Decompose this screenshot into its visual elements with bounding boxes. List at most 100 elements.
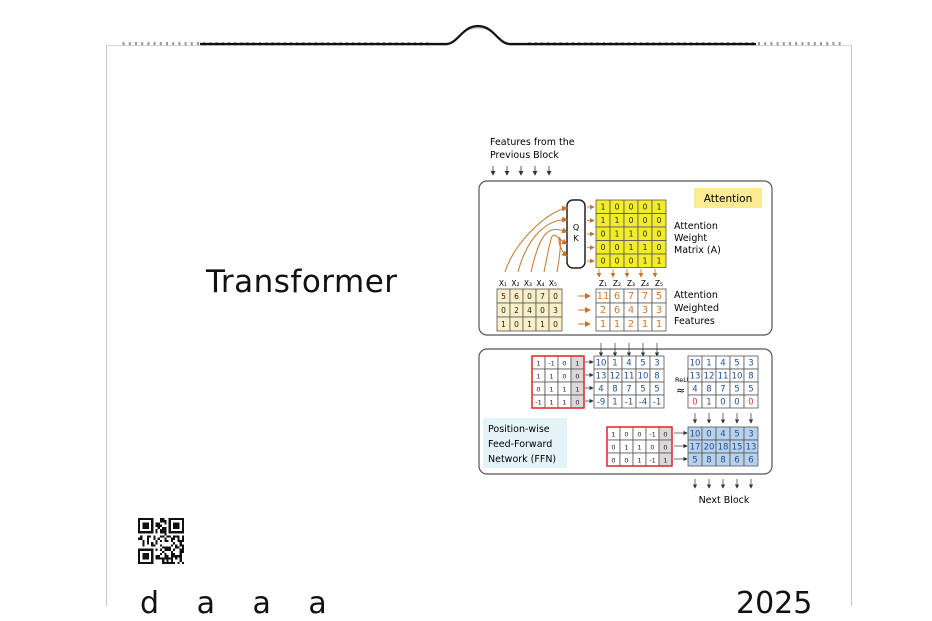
matrix-value: 1 xyxy=(549,398,553,406)
qk-curves xyxy=(504,205,568,273)
attention-tag: Attention xyxy=(704,193,752,205)
qr-module xyxy=(166,548,169,551)
binding-ring-top xyxy=(770,42,773,48)
matrix-value: 0 xyxy=(501,306,506,315)
matrix-value: 11 xyxy=(718,371,729,381)
matrix-value: 3 xyxy=(654,358,659,368)
qr-module xyxy=(159,531,163,534)
matrix-value: 1 xyxy=(637,456,641,464)
ffn-weights-1-arrows xyxy=(585,359,594,404)
matrix-value: 4 xyxy=(692,384,697,394)
matrix-value: 0 xyxy=(624,430,628,438)
qr-module xyxy=(166,559,169,562)
matrix-value: 1 xyxy=(575,385,579,393)
matrix-value: 1 xyxy=(540,320,545,329)
qr-module xyxy=(164,537,167,540)
matrix-value: 5 xyxy=(734,429,739,439)
qr-module xyxy=(146,535,149,538)
qr-module xyxy=(170,537,174,540)
qr-module xyxy=(175,546,178,549)
matrix-value: 0 xyxy=(629,257,634,266)
qr-module xyxy=(159,528,163,532)
matrix-value: 1 xyxy=(629,230,634,239)
qr-module xyxy=(142,539,145,543)
matrix-value: 1 xyxy=(600,319,606,330)
matrix-value: 11 xyxy=(624,371,635,381)
matrix-cell xyxy=(548,316,563,332)
qr-module xyxy=(168,546,171,549)
matrix-value: 1 xyxy=(629,243,634,252)
matrix-value: 4 xyxy=(527,306,532,315)
matrix-value: 1 xyxy=(615,216,620,225)
matrix-value: 4 xyxy=(626,358,631,368)
qr-module xyxy=(170,555,174,558)
binding-ring-top xyxy=(807,42,810,48)
matrix-value: 0 xyxy=(643,230,648,239)
qr-module xyxy=(157,537,160,540)
qr-module xyxy=(155,542,158,545)
binding-ring-top xyxy=(838,42,841,48)
matrix-value: 0 xyxy=(601,243,606,252)
matrix-value: 4 xyxy=(720,429,725,439)
matrix-value: 3 xyxy=(748,358,753,368)
matrix-value: 11 xyxy=(597,291,610,302)
qr-module xyxy=(164,548,167,551)
binding-ring-top xyxy=(172,42,175,48)
relu-label: ReLU xyxy=(675,376,692,384)
z-label: Z₂ xyxy=(613,279,621,288)
matrix-value: 1 xyxy=(643,257,648,266)
matrix-value: 1 xyxy=(549,372,553,380)
attention-matrix-label-1: Attention xyxy=(674,221,718,232)
matrix-value: 10 xyxy=(638,371,649,381)
qr-module xyxy=(173,553,176,556)
matrix-value: 5 xyxy=(734,384,739,394)
ffn-label-bg xyxy=(483,418,567,468)
qr-module xyxy=(162,546,165,549)
matrix-value: 10 xyxy=(690,358,701,368)
matrix-value: 6 xyxy=(748,455,753,465)
matrix-value: 5 xyxy=(692,455,697,465)
matrix-value: 8 xyxy=(612,384,617,394)
matrix-cell xyxy=(743,452,759,467)
qr-code xyxy=(138,518,184,564)
matrix-cell xyxy=(743,394,759,409)
qk-curve xyxy=(543,234,568,273)
qr-module xyxy=(179,559,182,562)
qr-module xyxy=(162,550,165,554)
matrix-value: 0 xyxy=(536,385,540,393)
qr-module xyxy=(173,555,176,558)
matrix-value: 0 xyxy=(643,203,648,212)
matrix-value: 1 xyxy=(643,243,648,252)
matrix-value: 3 xyxy=(748,429,753,439)
matrix-value: 8 xyxy=(748,371,753,381)
matrix-value: 1 xyxy=(601,216,606,225)
qr-module xyxy=(164,531,167,534)
qr-module xyxy=(153,537,156,540)
matrix-value: 0 xyxy=(663,430,667,438)
qk-curve xyxy=(517,216,568,273)
matrix-value: 10 xyxy=(596,358,607,368)
qr-module xyxy=(177,555,180,558)
binding-ring-top xyxy=(166,42,168,48)
input-label-line1: Features from the xyxy=(490,137,575,148)
matrix-value: 0 xyxy=(611,456,615,464)
feature-row-arrows xyxy=(578,293,591,327)
input-label-line2: Previous Block xyxy=(490,150,559,161)
matrix-value: 0 xyxy=(692,397,697,407)
qk-box xyxy=(566,199,586,269)
binding-ring-top xyxy=(153,42,156,48)
matrix-value: 0 xyxy=(734,397,739,407)
matrix-value: 0 xyxy=(527,292,532,301)
qr-module xyxy=(159,553,163,556)
qr-finder-core xyxy=(173,522,180,529)
matrix-value: 3 xyxy=(553,306,558,315)
matrix-value: 2 xyxy=(628,319,634,330)
qr-module xyxy=(179,553,182,556)
x-label: X₄ xyxy=(536,279,544,288)
matrix-value: 1 xyxy=(501,320,506,329)
qr-module xyxy=(179,542,182,545)
binding-ring-top xyxy=(147,42,150,48)
matrix-value: 6 xyxy=(614,291,620,302)
